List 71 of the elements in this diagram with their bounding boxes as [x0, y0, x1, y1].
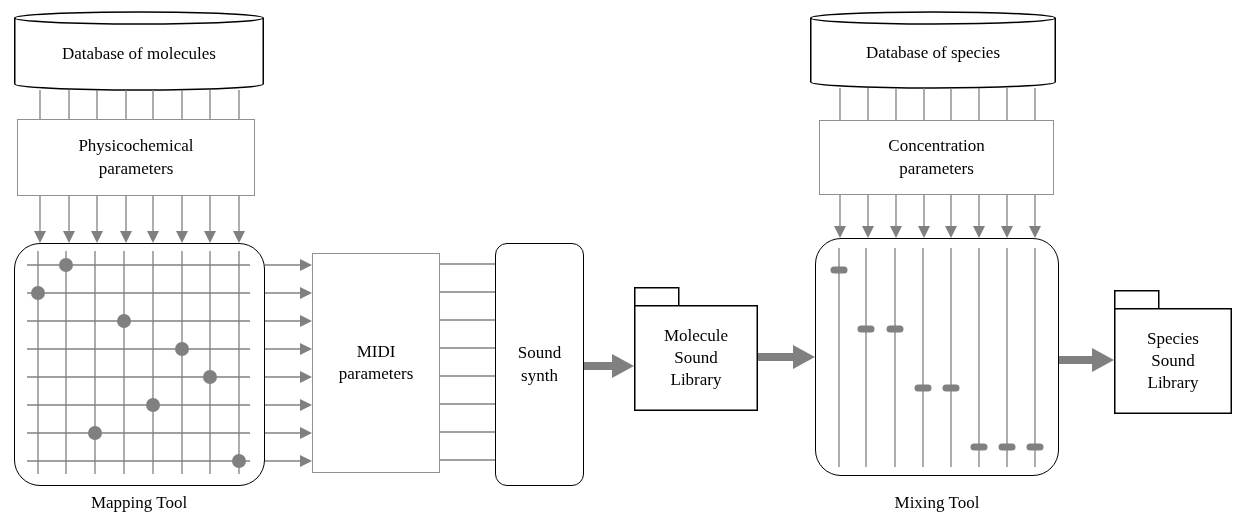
- connector-line: [439, 347, 496, 349]
- arrow: [264, 455, 312, 467]
- arrow: [264, 259, 312, 271]
- arrow: [584, 354, 634, 378]
- node-label: Sound synth: [516, 342, 563, 387]
- arrow: [264, 287, 312, 299]
- connector-line: [867, 87, 869, 121]
- arrow: [1001, 194, 1013, 238]
- connector-line: [923, 87, 925, 121]
- library-folder: [634, 287, 758, 411]
- arrow: [233, 195, 245, 243]
- node-label: Concentration parameters: [887, 135, 986, 180]
- connector-line: [439, 431, 496, 433]
- parameter-box: [312, 253, 440, 473]
- arrow: [264, 343, 312, 355]
- node-label: Physicochemical parameters: [77, 135, 195, 180]
- node-label: Database of molecules: [62, 42, 216, 65]
- arrow: [862, 194, 874, 238]
- database-cylinder: [810, 12, 1056, 88]
- connector-line: [238, 89, 240, 120]
- connector-line: [39, 89, 41, 120]
- connector-line: [978, 87, 980, 121]
- connector-line: [439, 403, 496, 405]
- caption-text: Mapping Tool: [89, 493, 189, 513]
- arrow: [945, 194, 957, 238]
- arrow: [1059, 348, 1114, 372]
- connector-line: [209, 89, 211, 120]
- arrow: [758, 345, 815, 369]
- node-label: Database of species: [865, 41, 1001, 64]
- arrow: [264, 315, 312, 327]
- connector-line: [1006, 87, 1008, 121]
- connector-line: [181, 89, 183, 120]
- connector-line: [1034, 87, 1036, 121]
- node-label: Species Sound Library: [1146, 327, 1200, 395]
- mapping-grid-panel: [14, 243, 265, 486]
- connector-line: [439, 263, 496, 265]
- arrow: [918, 194, 930, 238]
- connector-line: [125, 89, 127, 120]
- node-label: MIDI parameters: [337, 340, 415, 385]
- arrow: [973, 194, 985, 238]
- arrow: [34, 195, 46, 243]
- arrow: [204, 195, 216, 243]
- arrow: [147, 195, 159, 243]
- connector-line: [895, 87, 897, 121]
- connector-line: [439, 375, 496, 377]
- node-label: Molecule Sound Library: [662, 324, 730, 392]
- arrow: [834, 194, 846, 238]
- arrow: [264, 427, 312, 439]
- arrow: [176, 195, 188, 243]
- caption-text: Mixing Tool: [893, 493, 981, 513]
- parameter-box: [17, 119, 255, 196]
- arrow: [91, 195, 103, 243]
- arrow: [1029, 194, 1041, 238]
- library-folder: [1114, 290, 1232, 414]
- connector-line: [439, 319, 496, 321]
- connector-line: [96, 89, 98, 120]
- parameter-box: [819, 120, 1054, 195]
- arrow: [120, 195, 132, 243]
- mixer-panel: [815, 238, 1059, 476]
- connector-line: [950, 87, 952, 121]
- connector-line: [439, 291, 496, 293]
- synth-box: [495, 243, 584, 486]
- connector-line: [152, 89, 154, 120]
- database-cylinder: [14, 12, 264, 90]
- arrow: [264, 399, 312, 411]
- connector-line: [839, 87, 841, 121]
- connector-line: [439, 459, 496, 461]
- arrow: [264, 371, 312, 383]
- arrow: [63, 195, 75, 243]
- connector-line: [68, 89, 70, 120]
- arrow: [890, 194, 902, 238]
